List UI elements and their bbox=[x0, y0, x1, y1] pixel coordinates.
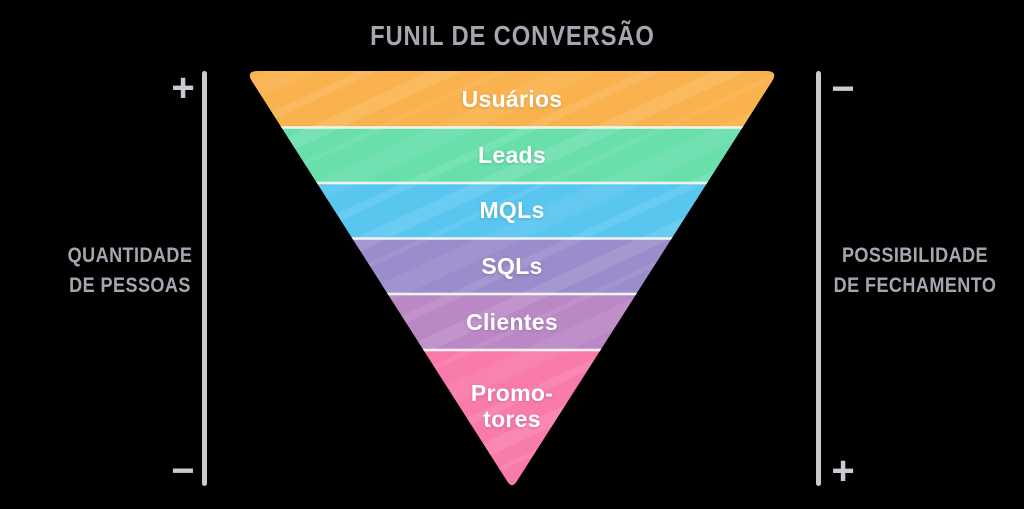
funnel-separator bbox=[249, 348, 775, 352]
left-axis-caption-line2: DE PESSOAS bbox=[69, 274, 191, 297]
right-axis-plus-sign: + bbox=[831, 449, 855, 493]
funnel-stage-label-mqls: MQLs bbox=[479, 197, 545, 223]
funnel-separator bbox=[249, 292, 775, 296]
left-axis-minus-sign: − bbox=[171, 449, 195, 493]
page-title-text: FUNIL DE CONVERSÃO bbox=[369, 20, 655, 51]
funnel-separator bbox=[249, 181, 775, 185]
funnel-stage-label-promotores-line2: tores bbox=[483, 406, 541, 432]
right-axis-line bbox=[816, 71, 821, 486]
right-axis-caption-line1: POSSIBILIDADE bbox=[841, 244, 989, 267]
left-axis-line bbox=[202, 71, 207, 486]
funnel-stage-label-leads: Leads bbox=[478, 142, 546, 168]
page-title: FUNIL DE CONVERSÃO bbox=[0, 20, 1024, 52]
left-axis-caption: QUANTIDADE DE PESSOAS bbox=[18, 241, 242, 301]
funnel-separator bbox=[249, 126, 775, 129]
right-axis-caption-line2: DE FECHAMENTO bbox=[833, 274, 997, 297]
left-axis-plus-sign: + bbox=[171, 66, 195, 110]
funnel-stage-label-promotores-line1: Promo- bbox=[470, 380, 554, 406]
funnel-stage-label-usuarios: Usuários bbox=[461, 86, 563, 112]
funnel-stage-label-promotores: Promo- tores bbox=[0, 380, 1024, 432]
right-axis-caption: POSSIBILIDADE DE FECHAMENTO bbox=[812, 241, 1018, 301]
funnel-stage-label-clientes: Clientes bbox=[466, 309, 558, 335]
right-axis-minus-sign: − bbox=[831, 67, 855, 111]
funnel-separator bbox=[249, 237, 775, 240]
funnel-stage-label-sqls: SQLs bbox=[481, 253, 543, 279]
left-axis-caption-line1: QUANTIDADE bbox=[67, 244, 193, 267]
